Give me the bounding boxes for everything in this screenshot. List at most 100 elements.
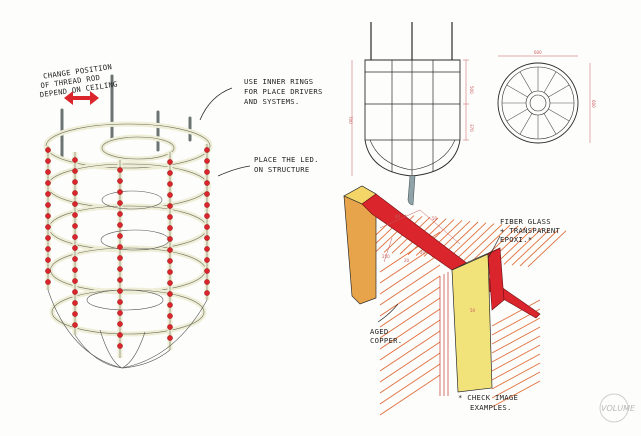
led-dot bbox=[117, 255, 123, 261]
plan-spoke bbox=[519, 71, 533, 93]
led-dot bbox=[204, 224, 210, 230]
dim-elev-total: 700 bbox=[348, 116, 353, 124]
led-dot bbox=[167, 236, 173, 242]
hatch-line bbox=[491, 335, 541, 363]
led-dot bbox=[45, 147, 51, 153]
led-dot bbox=[45, 191, 51, 197]
hatch-line bbox=[503, 228, 543, 265]
hatch-line bbox=[379, 253, 441, 295]
led-dot bbox=[204, 169, 210, 175]
hatch-line bbox=[379, 264, 441, 306]
hatch-line bbox=[491, 353, 541, 381]
detail-dims bbox=[379, 209, 461, 263]
led-dot bbox=[204, 235, 210, 241]
hatch-line bbox=[463, 224, 503, 261]
column-hatch bbox=[439, 272, 449, 396]
plan-spoke bbox=[548, 108, 570, 122]
hatch-line bbox=[447, 222, 487, 260]
dim-plan-side: 600 bbox=[591, 100, 596, 108]
hatch-line bbox=[491, 326, 541, 354]
led-dot bbox=[167, 324, 173, 330]
hatch-line bbox=[379, 330, 441, 372]
led-dot bbox=[117, 332, 123, 338]
elevation-dims bbox=[351, 59, 469, 176]
dim-detail-d: 20 bbox=[404, 258, 410, 263]
led-dot bbox=[167, 313, 173, 319]
led-dot bbox=[72, 157, 78, 163]
annotation-copper: AGED COPPER. bbox=[370, 327, 402, 345]
led-dot bbox=[167, 192, 173, 198]
lamp-structure-3d bbox=[43, 74, 213, 369]
led-dot bbox=[117, 222, 123, 228]
annotation-note: * CHECK IMAGE EXAMPLES. bbox=[458, 393, 518, 412]
led-dot bbox=[45, 169, 51, 175]
dim-detail-e: 50 bbox=[470, 308, 476, 313]
annotation-led: PLACE THE LED. ON STRUCTURE bbox=[254, 155, 318, 174]
dim-plan-width: 600 bbox=[534, 50, 542, 55]
text-inner-rings-2: FOR PLACE DRIVERS bbox=[244, 87, 323, 96]
hatch-line bbox=[495, 227, 535, 264]
plan-spoke bbox=[519, 113, 533, 135]
dim-elev-upper: 500 bbox=[469, 86, 474, 94]
led-dot bbox=[72, 245, 78, 251]
led-dot bbox=[117, 299, 123, 305]
dim-detail-f: 250 bbox=[382, 254, 390, 259]
hatch-line bbox=[491, 380, 541, 408]
text-copper-1: AGED bbox=[370, 327, 389, 336]
plan-view: 600 600 bbox=[497, 50, 596, 144]
led-dot bbox=[117, 233, 123, 239]
annotation-inner-rings: USE INNER RINGS FOR PLACE DRIVERS AND SY… bbox=[244, 77, 323, 106]
material-detail: 80 50 20 20 50 250 bbox=[343, 185, 567, 416]
annotation-fiberglass: FIBER GLASS + TRANSPARENT EPOXI.* bbox=[500, 217, 560, 244]
hatch-line bbox=[379, 275, 441, 317]
hatch-line bbox=[491, 344, 541, 372]
watermark-text: VOLUME bbox=[601, 404, 636, 413]
outer-ring bbox=[43, 121, 213, 171]
led-dot bbox=[117, 244, 123, 250]
led-dot bbox=[45, 202, 51, 208]
led-dot bbox=[72, 190, 78, 196]
plan-spoke bbox=[548, 84, 570, 98]
led-dot bbox=[167, 302, 173, 308]
led-dot bbox=[72, 234, 78, 240]
led-dot bbox=[45, 213, 51, 219]
plan-spoke bbox=[506, 84, 528, 98]
led-dot bbox=[72, 223, 78, 229]
led-dot bbox=[117, 167, 123, 173]
led-dot bbox=[167, 291, 173, 297]
led-dot bbox=[167, 269, 173, 275]
led-dot bbox=[204, 147, 210, 153]
led-dot bbox=[167, 159, 173, 165]
led-dot bbox=[72, 289, 78, 295]
led-dot bbox=[167, 170, 173, 176]
led-dot bbox=[72, 179, 78, 185]
detail-leaders bbox=[377, 235, 501, 323]
led-dot bbox=[167, 247, 173, 253]
led-dot bbox=[117, 178, 123, 184]
plan-spokes bbox=[502, 67, 574, 139]
led-dots bbox=[45, 147, 210, 349]
led-dot bbox=[117, 266, 123, 272]
hatch-line bbox=[471, 224, 511, 262]
led-dot bbox=[167, 258, 173, 264]
outer-ring bbox=[45, 161, 211, 211]
led-dot bbox=[204, 246, 210, 252]
led-dot bbox=[45, 279, 51, 285]
plan-spoke bbox=[506, 108, 528, 122]
elevation-view: 500 370 700 bbox=[348, 22, 474, 206]
plan-spoke bbox=[543, 113, 557, 135]
reposition-arrow bbox=[64, 91, 99, 105]
hatch-line bbox=[491, 371, 541, 399]
outer-rings bbox=[43, 121, 213, 337]
led-dot bbox=[117, 343, 123, 349]
led-dot bbox=[204, 202, 210, 208]
led-dot bbox=[72, 267, 78, 273]
text-note-2: EXAMPLES. bbox=[470, 403, 512, 412]
bottom-basket bbox=[47, 190, 208, 369]
led-dot bbox=[167, 181, 173, 187]
hatch-line bbox=[519, 229, 559, 267]
led-dot bbox=[167, 225, 173, 231]
hatch-line bbox=[379, 308, 441, 350]
